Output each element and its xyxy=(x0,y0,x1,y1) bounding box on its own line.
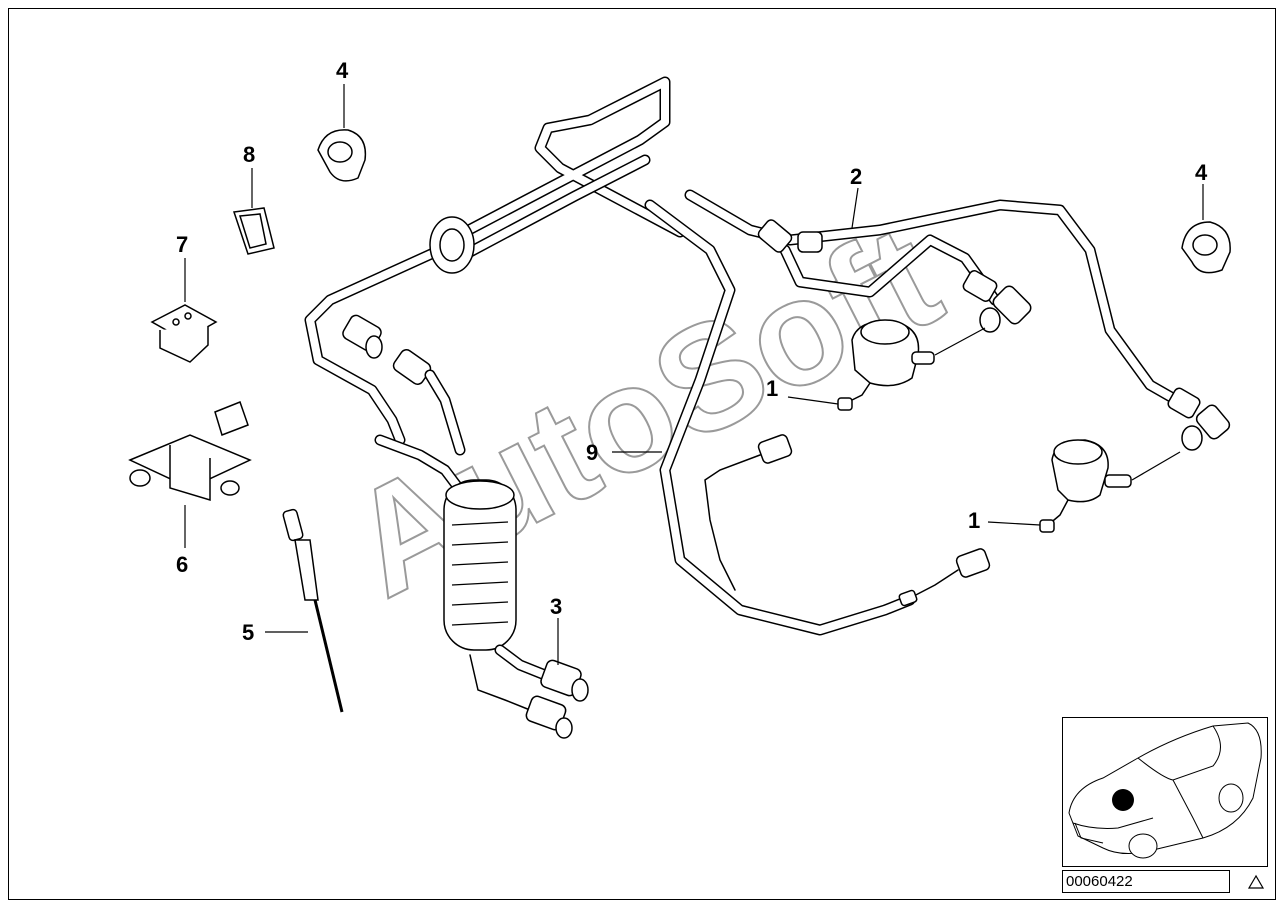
holder-bracket xyxy=(128,401,252,502)
car-locator-icon xyxy=(1062,717,1268,867)
spring-clip xyxy=(233,207,275,255)
callout-9: 9 xyxy=(586,440,598,465)
callout-6: 6 xyxy=(176,552,188,577)
diagram-frame xyxy=(8,8,1276,900)
clip-nut xyxy=(150,304,218,363)
hose-assembly xyxy=(304,76,1191,636)
heater-reservoir xyxy=(443,479,589,739)
callout-1-centre: 1 xyxy=(766,376,778,401)
callout-8: 8 xyxy=(243,142,255,167)
callout-2: 2 xyxy=(850,164,862,189)
elbow-connectors xyxy=(342,219,1231,456)
callout-7: 7 xyxy=(176,232,188,257)
callout-3: 3 xyxy=(550,594,562,619)
hose-clip-left xyxy=(317,129,367,182)
hose-clip-right xyxy=(1181,221,1231,274)
leader-lines xyxy=(184,84,1204,665)
diagram-number: 00060422 xyxy=(1062,870,1230,893)
heater-plugs xyxy=(704,434,991,607)
callout-5: 5 xyxy=(242,620,254,645)
callout-4-right: 4 xyxy=(1195,160,1208,185)
location-marker xyxy=(1112,789,1134,811)
callout-4-left: 4 xyxy=(336,58,349,83)
grommet xyxy=(429,216,475,274)
washer-jet-right xyxy=(1039,439,1181,533)
washer-jet-centre xyxy=(837,319,986,411)
level-sensor-rod xyxy=(282,508,344,713)
callout-1-right: 1 xyxy=(968,508,980,533)
triangle-icon xyxy=(1247,874,1265,889)
